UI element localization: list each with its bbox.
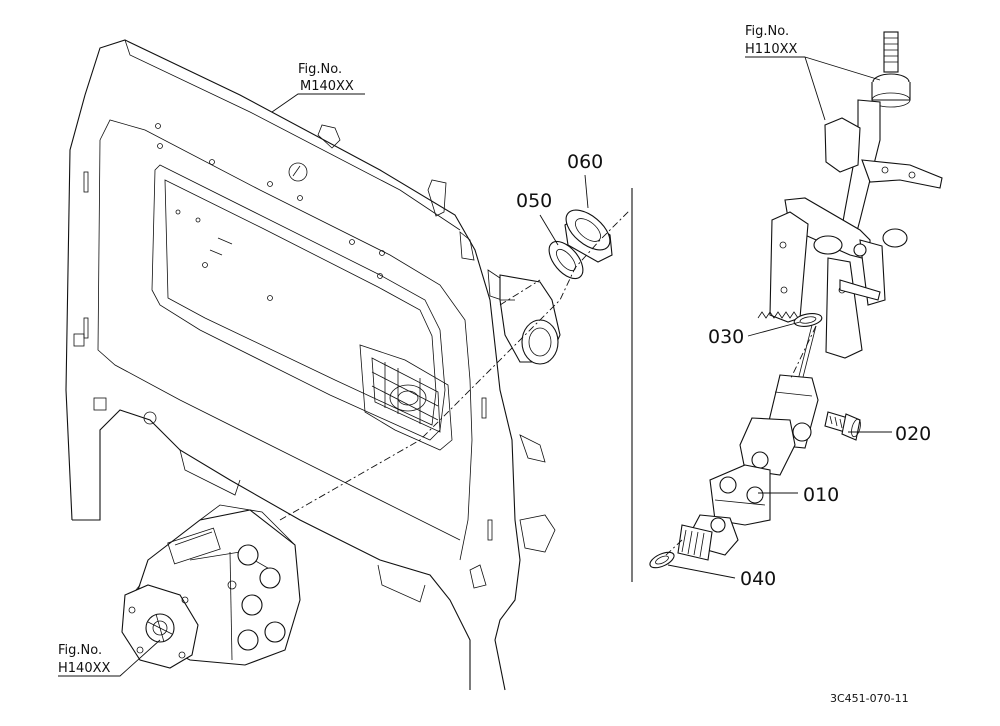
fig-ref-m140-line2: M140XX bbox=[300, 79, 354, 94]
fig-ref-h140-line2: H140XX bbox=[58, 661, 110, 676]
leader-lines bbox=[58, 56, 892, 677]
steering-column-assembly bbox=[757, 31, 943, 382]
part-030-washer bbox=[793, 313, 823, 327]
part-label-050: 050 bbox=[516, 190, 552, 212]
part-060-bearing bbox=[564, 209, 613, 263]
part-label-010: 010 bbox=[803, 484, 839, 506]
fig-ref-h110-line1: Fig.No. bbox=[745, 24, 789, 39]
part-label-040: 040 bbox=[740, 568, 776, 590]
part-010-universal-joint bbox=[677, 374, 819, 561]
part-label-060: 060 bbox=[567, 151, 603, 173]
fig-ref-h140-line1: Fig.No. bbox=[58, 643, 102, 658]
fig-ref-h110-line2: H110XX bbox=[745, 42, 797, 57]
fig-ref-m140-line1: Fig.No. bbox=[298, 62, 342, 77]
steering-unit-pump bbox=[121, 504, 301, 669]
part-label-020: 020 bbox=[895, 423, 931, 445]
drawing-code: 3C451-070-11 bbox=[830, 692, 909, 705]
front-panel-assembly bbox=[65, 39, 561, 691]
part-020-bolt bbox=[824, 411, 861, 441]
part-label-030: 030 bbox=[708, 326, 744, 348]
part-040-snap-ring bbox=[649, 551, 675, 569]
assembly-centerlines bbox=[279, 209, 817, 557]
